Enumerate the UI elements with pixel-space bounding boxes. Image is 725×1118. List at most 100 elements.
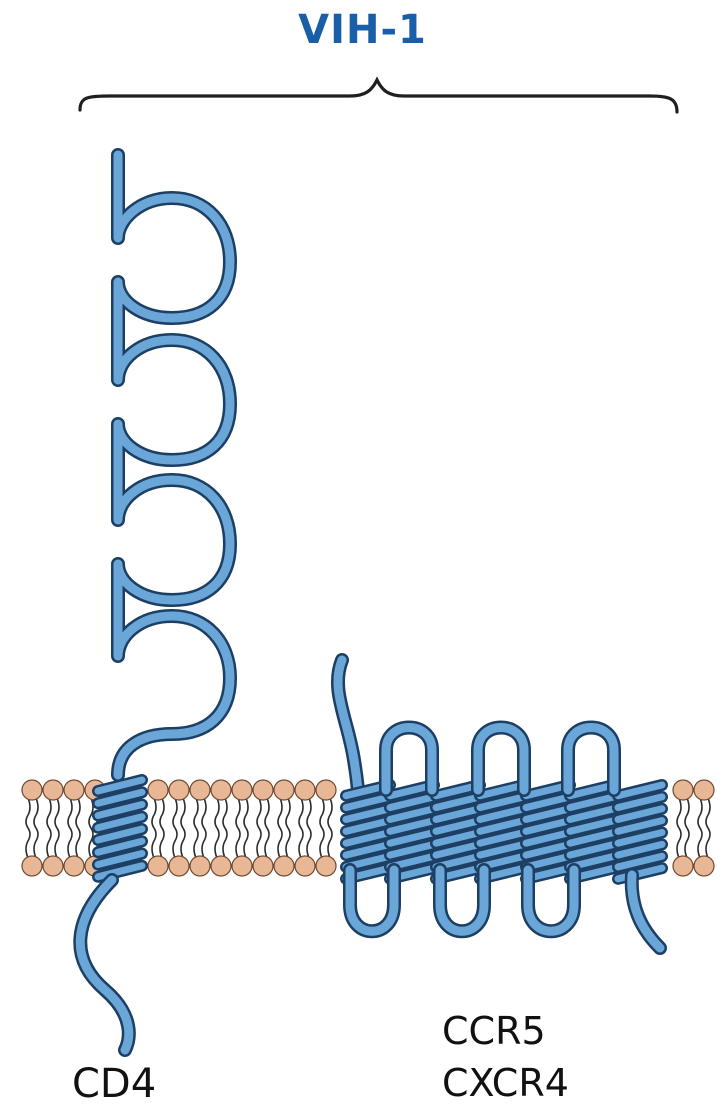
lipid-tail: [698, 798, 702, 828]
lipid-tail: [257, 798, 261, 828]
lipid-head: [22, 780, 42, 800]
coreceptor-extracellular-loop-2: [478, 728, 524, 791]
lipid-tail: [76, 828, 80, 858]
lipid-tail: [299, 798, 303, 828]
ccr5-label: CCR5: [442, 1012, 546, 1050]
lipid-tail: [299, 828, 303, 858]
lipid-tail: [68, 828, 72, 858]
lipid-tail: [202, 828, 206, 858]
lipid-tail: [677, 828, 681, 858]
virus-label: VIH-1: [0, 10, 725, 50]
lipid-head: [253, 856, 273, 876]
lipid-tail: [173, 828, 177, 858]
lipid-tail: [706, 798, 710, 828]
lipid-head: [211, 780, 231, 800]
lipid-tail: [152, 828, 156, 858]
lipid-head: [673, 780, 693, 800]
lipid-tail: [328, 828, 332, 858]
lipid-head: [148, 780, 168, 800]
lipid-tail: [55, 828, 59, 858]
coreceptor-c-terminus: [632, 875, 660, 948]
lipid-head: [694, 780, 714, 800]
lipid-tail: [223, 798, 227, 828]
lipid-tail: [685, 828, 689, 858]
lipid-head: [169, 780, 189, 800]
lipid-tail: [236, 828, 240, 858]
lipid-head: [169, 856, 189, 876]
lipid-head: [190, 780, 210, 800]
lipid-head: [148, 856, 168, 876]
lipid-tail: [34, 828, 38, 858]
lipid-tail: [685, 798, 689, 828]
lipid-head: [64, 780, 84, 800]
coreceptor-intracellular-loop-2: [440, 870, 484, 931]
lipid-head: [694, 856, 714, 876]
lipid-tail: [160, 828, 164, 858]
lipid-tail: [34, 798, 38, 828]
lipid-tail: [286, 828, 290, 858]
coreceptor-intracellular-loop-3: [528, 870, 574, 931]
coreceptor-extracellular-loop-1: [386, 728, 432, 791]
lipid-tail: [194, 828, 198, 858]
lipid-tail: [47, 828, 51, 858]
lipid-head: [673, 856, 693, 876]
lipid-tail: [698, 828, 702, 858]
lipid-tail: [257, 828, 261, 858]
lipid-tail: [244, 798, 248, 828]
coreceptor-helix-7: [618, 785, 662, 879]
lipid-tail: [152, 798, 156, 828]
curly-brace: [80, 80, 677, 112]
lipid-tail: [320, 828, 324, 858]
lipid-tail: [173, 798, 177, 828]
coreceptor-n-terminus: [338, 660, 358, 790]
lipid-tail: [26, 828, 30, 858]
lipid-tail: [194, 798, 198, 828]
lipid-tail: [265, 828, 269, 858]
lipid-head: [274, 856, 294, 876]
lipid-tail: [215, 798, 219, 828]
lipid-tail: [278, 798, 282, 828]
cd4-label: CD4: [72, 1064, 156, 1104]
lipid-head: [295, 856, 315, 876]
lipid-head: [253, 780, 273, 800]
lipid-tail: [223, 828, 227, 858]
lipid-head: [211, 856, 231, 876]
lipid-head: [232, 856, 252, 876]
lipid-tail: [47, 798, 51, 828]
lipid-tail: [278, 828, 282, 858]
lipid-head: [190, 856, 210, 876]
lipid-tail: [76, 798, 80, 828]
lipid-head: [43, 780, 63, 800]
lipid-head: [295, 780, 315, 800]
cxcr4-label: CXCR4: [442, 1064, 569, 1102]
lipid-tail: [181, 798, 185, 828]
lipid-tail: [160, 798, 164, 828]
lipid-tail: [55, 798, 59, 828]
lipid-tail: [215, 828, 219, 858]
lipid-head: [232, 780, 252, 800]
coreceptor-intracellular-loop-1: [350, 870, 394, 931]
lipid-tail: [320, 798, 324, 828]
lipid-head: [64, 856, 84, 876]
coreceptor-extracellular-loop-3: [568, 728, 614, 791]
lipid-tail: [677, 798, 681, 828]
lipid-tail: [265, 798, 269, 828]
lipid-tail: [307, 828, 311, 858]
lipid-tail: [706, 828, 710, 858]
lipid-tail: [26, 798, 30, 828]
lipid-head: [22, 856, 42, 876]
lipid-tail: [328, 798, 332, 828]
lipid-head: [43, 856, 63, 876]
lipid-head: [274, 780, 294, 800]
cd4-extracellular-domain: [118, 155, 230, 775]
cd4-transmembrane-helix: [98, 780, 142, 877]
lipid-tail: [236, 798, 240, 828]
lipid-tail: [307, 798, 311, 828]
cd4-cytoplasmic-tail: [80, 880, 129, 1050]
lipid-tail: [286, 798, 290, 828]
lipid-head: [316, 856, 336, 876]
lipid-tail: [68, 798, 72, 828]
lipid-tail: [202, 798, 206, 828]
lipid-tail: [181, 828, 185, 858]
